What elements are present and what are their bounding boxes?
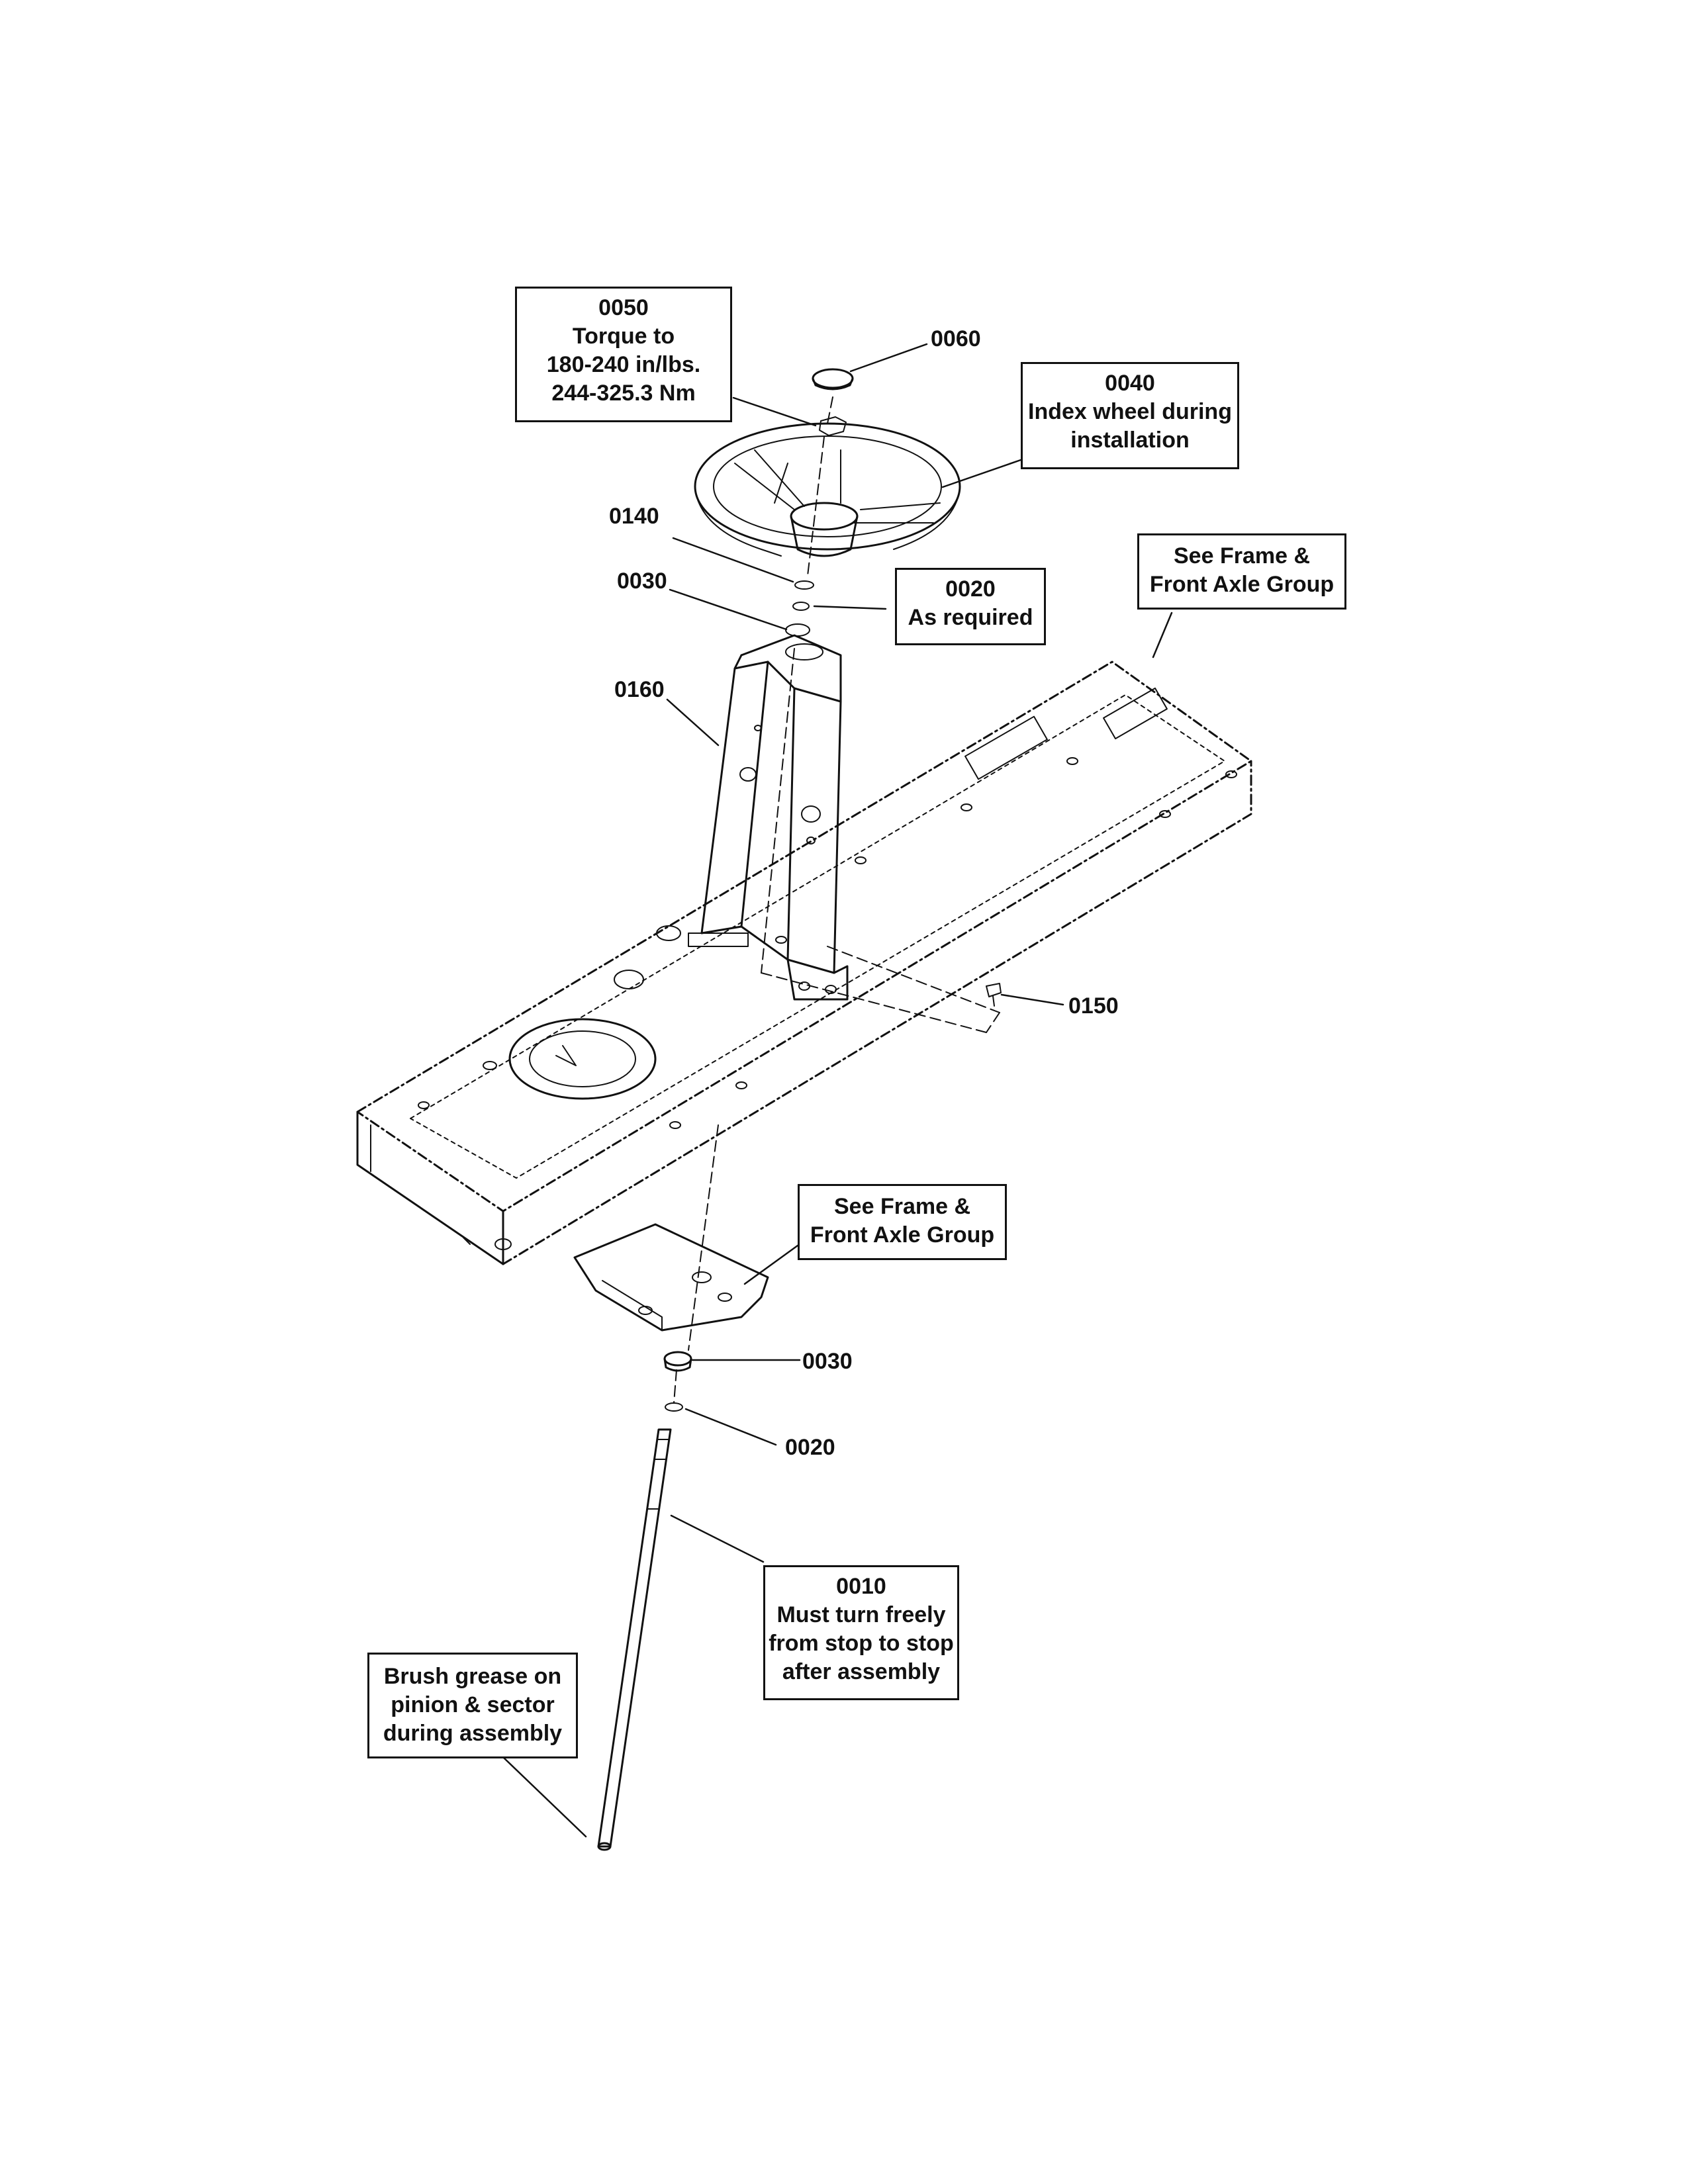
part-label-0030-top: 0030 bbox=[617, 569, 667, 594]
callout-0040-part: 0040 bbox=[1105, 371, 1155, 396]
cap-0060 bbox=[812, 368, 854, 389]
steering-shaft-0010 bbox=[597, 1428, 672, 1851]
lower-bracket bbox=[573, 1223, 769, 1332]
callout-grease-line3: during assembly bbox=[383, 1721, 563, 1746]
callout-0040-line2: installation bbox=[1070, 428, 1190, 453]
center-lines bbox=[673, 396, 1000, 1404]
callout-0050-line3: 244-325.3 Nm bbox=[551, 381, 696, 406]
leader-lines bbox=[486, 343, 1173, 1838]
callout-frame-top-line2: Front Axle Group bbox=[1149, 572, 1335, 597]
column-support-0160 bbox=[688, 634, 849, 1001]
part-label-0030-low: 0030 bbox=[802, 1349, 853, 1374]
part-label-0140: 0140 bbox=[609, 504, 659, 529]
callout-0040-index: 0040 Index wheel during installation bbox=[1021, 362, 1239, 469]
callout-0010-line3: after assembly bbox=[782, 1659, 941, 1684]
callout-see-frame-mid: See Frame & Front Axle Group bbox=[798, 1184, 1007, 1260]
callout-0020-as-required: 0020 As required bbox=[895, 568, 1046, 645]
part-label-0150: 0150 bbox=[1068, 993, 1119, 1019]
callout-grease-line2: pinion & sector bbox=[391, 1692, 555, 1717]
callout-0010-turn-freely: 0010 Must turn freely from stop to stop … bbox=[763, 1565, 959, 1700]
callout-0040-line1: Index wheel during bbox=[1028, 399, 1232, 424]
part-label-0160: 0160 bbox=[614, 677, 665, 702]
callout-0020-line1: As required bbox=[908, 605, 1033, 630]
callout-0010-line2: from stop to stop bbox=[769, 1631, 954, 1656]
steering-wheel-0040 bbox=[694, 422, 961, 557]
callout-0010-line1: Must turn freely bbox=[776, 1602, 946, 1627]
callout-0050-torque: 0050 Torque to 180-240 in/lbs. 244-325.3… bbox=[515, 287, 732, 422]
callout-0020-part: 0020 bbox=[945, 576, 996, 602]
callout-frame-mid-line1: See Frame & bbox=[834, 1194, 970, 1219]
callout-frame-top-line1: See Frame & bbox=[1174, 543, 1310, 569]
callout-brush-grease: Brush grease on pinion & sector during a… bbox=[367, 1653, 578, 1758]
part-label-0020-low: 0020 bbox=[785, 1435, 835, 1460]
callout-0050-part: 0050 bbox=[598, 295, 649, 320]
callout-0050-line2: 180-240 in/lbs. bbox=[546, 352, 701, 377]
callout-grease-line1: Brush grease on bbox=[383, 1664, 562, 1689]
callout-see-frame-top: See Frame & Front Axle Group bbox=[1137, 533, 1346, 610]
callout-0010-part: 0010 bbox=[836, 1574, 886, 1599]
callout-0050-line1: Torque to bbox=[572, 324, 675, 349]
part-label-0060: 0060 bbox=[931, 326, 981, 351]
callout-frame-mid-line2: Front Axle Group bbox=[810, 1222, 995, 1248]
frame-rail bbox=[356, 660, 1252, 1265]
